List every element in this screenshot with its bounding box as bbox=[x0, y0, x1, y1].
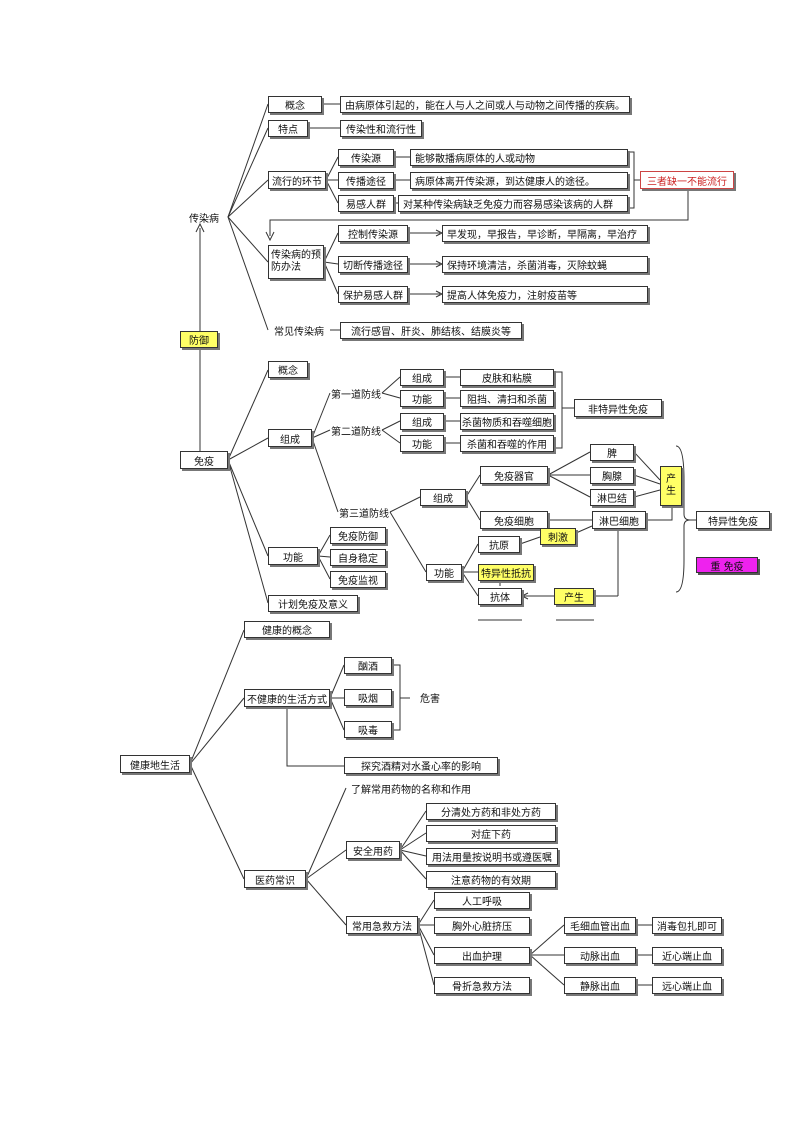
node-zudang: 阻挡、清扫和杀菌 bbox=[460, 390, 554, 407]
node-linbajie: 淋巴结 bbox=[590, 489, 634, 506]
node-maoxi: 毛细血管出血 bbox=[564, 917, 636, 934]
node-mianyijianshi: 免疫监视 bbox=[330, 571, 386, 588]
node-chuanbotujing: 传播途径 bbox=[338, 172, 394, 189]
node-bujiankang: 不健康的生活方式 bbox=[244, 689, 330, 707]
node-feitexing: 非特异性免疫 bbox=[574, 399, 662, 417]
node-gongneng: 功能 bbox=[268, 547, 318, 565]
node-chansheng-2: 产生 bbox=[554, 588, 594, 605]
node-fangyu: 防御 bbox=[180, 331, 218, 348]
node-pifu: 皮肤和粘膜 bbox=[460, 369, 554, 386]
node-jingmai: 静脉出血 bbox=[564, 977, 636, 994]
node-mianyixibao: 免疫细胞 bbox=[480, 511, 548, 529]
node-xujiu: 酗酒 bbox=[344, 657, 392, 674]
node-gongneng-a: 功能 bbox=[400, 390, 444, 407]
node-texingkang: 特异性抵抗 bbox=[478, 564, 534, 581]
node-zhong-mianyi: 重 免疫 bbox=[696, 557, 758, 573]
node-yongfa: 用法用量按说明书或遵医嘱 bbox=[426, 848, 558, 865]
node-shajun: 杀菌物质和吞噬细胞 bbox=[460, 413, 554, 430]
node-cijie: 刺激 bbox=[540, 528, 576, 545]
node-qieduan-def: 保持环境清洁，杀菌消毒，灭除蚊蝇 bbox=[442, 256, 648, 273]
node-baohu-def: 提高人体免疫力，注射疫苗等 bbox=[442, 286, 648, 303]
node-yiganrenqun: 易感人群 bbox=[338, 195, 394, 212]
node-fenqing: 分清处方药和非处方药 bbox=[426, 803, 556, 820]
node-chuanranbing: 传染病 bbox=[189, 213, 219, 225]
node-liaojie: 了解常用药物的名称和作用 bbox=[351, 785, 471, 796]
node-kongzhi: 控制传染源 bbox=[338, 225, 408, 242]
node-xiongwai: 胸外心脏挤压 bbox=[434, 917, 530, 934]
node-shajun2: 杀菌和吞噬的作用 bbox=[460, 435, 554, 452]
node-tanjiu: 探究酒精对水蚤心率的影响 bbox=[344, 757, 498, 774]
node-chuanranyuan: 传染源 bbox=[338, 149, 394, 166]
node-tedian-def: 传染性和流行性 bbox=[340, 120, 422, 137]
node-zucheng-a: 组成 bbox=[400, 369, 444, 386]
node-yiganrenqun-def: 对某种传染病缺乏免疫力而容易感染该病的人群 bbox=[398, 195, 628, 212]
node-xiyan: 吸烟 bbox=[344, 689, 392, 706]
node-xidu: 吸毒 bbox=[344, 721, 392, 738]
node-texing: 特异性免疫 bbox=[696, 511, 770, 529]
node-duizheng: 对症下药 bbox=[426, 825, 556, 842]
node-gainian-2: 概念 bbox=[268, 361, 308, 378]
node-chansheng-1: 产生 bbox=[660, 466, 682, 506]
node-weihai: 危害 bbox=[420, 694, 440, 705]
node-gongneng-c: 功能 bbox=[426, 564, 462, 581]
node-baohu: 保护易感人群 bbox=[338, 286, 408, 303]
node-zucheng-c: 组成 bbox=[420, 489, 466, 506]
node-yiyao: 医药常识 bbox=[244, 870, 306, 888]
node-dierdao: 第二道防线 bbox=[331, 427, 381, 438]
node-jinxin: 近心端止血 bbox=[652, 947, 722, 964]
node-zucheng: 组成 bbox=[268, 429, 312, 447]
node-gainian-1: 概念 bbox=[268, 96, 322, 113]
node-kangyuan: 抗原 bbox=[478, 536, 520, 553]
node-yuanxin: 远心端止血 bbox=[652, 977, 722, 994]
node-gongneng-b: 功能 bbox=[400, 435, 444, 452]
node-kongzhi-def: 早发现，早报告，早诊断，早隔离，早治疗 bbox=[442, 225, 648, 242]
node-yufang-banfa: 传染病的预防办法 bbox=[268, 245, 324, 279]
node-chuxue: 出血护理 bbox=[434, 947, 530, 964]
node-gainian-1-def: 由病原体引起的，能在人与人之间或人与动物之间传播的疾病。 bbox=[340, 96, 630, 113]
node-kangti: 抗体 bbox=[478, 588, 522, 605]
node-disandao: 第三道防线 bbox=[339, 509, 389, 520]
node-chuanranyuan-def: 能够散播病原体的人或动物 bbox=[410, 149, 628, 166]
node-mianyifangyu: 免疫防御 bbox=[330, 527, 386, 544]
node-sanzhe-queyi: 三者缺一不能流行 bbox=[640, 171, 734, 189]
node-changyong: 常用急救方法 bbox=[346, 916, 418, 934]
node-jiankang: 健康地生活 bbox=[120, 755, 190, 773]
node-changjian: 常见传染病 bbox=[274, 327, 324, 338]
node-diyidao: 第一道防线 bbox=[331, 390, 381, 401]
node-chuanbotujing-def: 病原体离开传染源，到达健康人的途径。 bbox=[410, 172, 628, 189]
node-changjian-def: 流行感冒、肝炎、肺结核、结膜炎等 bbox=[340, 322, 522, 339]
node-dongmai: 动脉出血 bbox=[564, 947, 636, 964]
node-pi: 脾 bbox=[590, 444, 634, 461]
node-jiankang-gainian: 健康的概念 bbox=[244, 621, 330, 638]
node-xiongxian: 胸腺 bbox=[590, 467, 634, 484]
node-jihua: 计划免疫及意义 bbox=[268, 595, 358, 612]
node-xiaodu: 消毒包扎即可 bbox=[652, 917, 722, 934]
node-liuxing-huanjie: 流行的环节 bbox=[268, 171, 326, 189]
node-zucheng-b: 组成 bbox=[400, 413, 444, 430]
node-mianyi: 免疫 bbox=[180, 451, 228, 469]
node-ziwen: 自身稳定 bbox=[330, 549, 386, 566]
node-tedian: 特点 bbox=[268, 120, 308, 137]
node-guzhe: 骨折急救方法 bbox=[434, 977, 530, 994]
node-zhuyi: 注意药物的有效期 bbox=[426, 871, 556, 888]
node-mianyiqiguan: 免疫器官 bbox=[480, 466, 548, 484]
node-linbaxibao: 淋巴细胞 bbox=[592, 511, 646, 529]
node-rengong: 人工呼吸 bbox=[434, 892, 530, 909]
node-anquan: 安全用药 bbox=[346, 841, 400, 859]
node-qieduan: 切断传播途径 bbox=[338, 256, 408, 273]
